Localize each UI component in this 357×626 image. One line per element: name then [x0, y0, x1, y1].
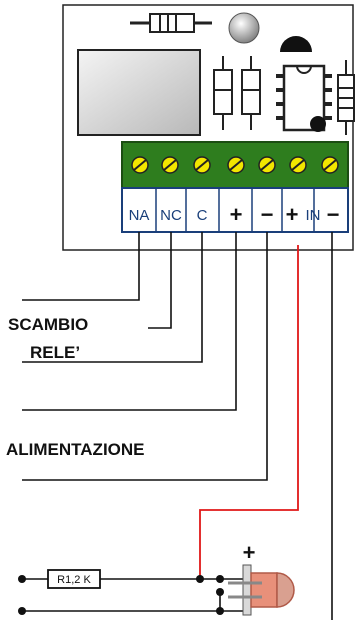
wire-minus1 [22, 232, 268, 481]
screw-na[interactable] [131, 156, 149, 174]
wire-nc [148, 232, 172, 329]
label-alimentazione: ALIMENTAZIONE [6, 440, 145, 459]
terminal-label-plus2: + [286, 202, 299, 227]
node-left-top [18, 575, 26, 583]
screw-minus1[interactable] [258, 156, 276, 174]
label-scambio: SCAMBIO [8, 315, 88, 334]
wire-na [22, 232, 140, 301]
screw-plus1[interactable] [227, 156, 245, 174]
wire-plus1 [22, 232, 237, 411]
board-resistor-v1 [213, 56, 233, 130]
node-left-bottom [18, 607, 26, 615]
board-resistor-v2 [241, 56, 261, 130]
node-led-cathode [216, 588, 224, 596]
node-led-anode [216, 575, 224, 583]
label-rele: RELE’ [30, 343, 80, 362]
terminal-label-na: NA [129, 207, 150, 224]
node-red-join [196, 575, 204, 583]
screw-plus2[interactable] [289, 156, 307, 174]
board-relay [77, 49, 201, 136]
label-strip-dividers [155, 188, 315, 232]
terminal-label-plus1: + [230, 202, 243, 227]
led [228, 564, 295, 616]
board-capacitor-ball [228, 12, 260, 44]
board-sensor-dome [280, 36, 312, 52]
terminal-label-c: C [197, 207, 208, 224]
terminal-label-minus1: − [261, 202, 274, 227]
node-ground-right [216, 607, 224, 615]
led-plus-label: + [243, 540, 256, 565]
resistor-label: R1,2 K [57, 574, 91, 586]
terminal-label-in: IN [306, 207, 321, 224]
board-ic-chip [276, 64, 332, 132]
screw-in[interactable] [321, 156, 339, 174]
terminal-label-nc: NC [160, 207, 182, 224]
screw-c[interactable] [193, 156, 211, 174]
board-resistor-top [130, 13, 212, 33]
wire-c [22, 232, 203, 363]
terminal-screws [131, 156, 339, 174]
screw-nc[interactable] [161, 156, 179, 174]
terminal-label-minus2: − [327, 202, 340, 227]
terminal-label-strip [121, 187, 349, 233]
wire-signal-red [199, 245, 299, 578]
board-resistor-v3 [337, 60, 355, 135]
